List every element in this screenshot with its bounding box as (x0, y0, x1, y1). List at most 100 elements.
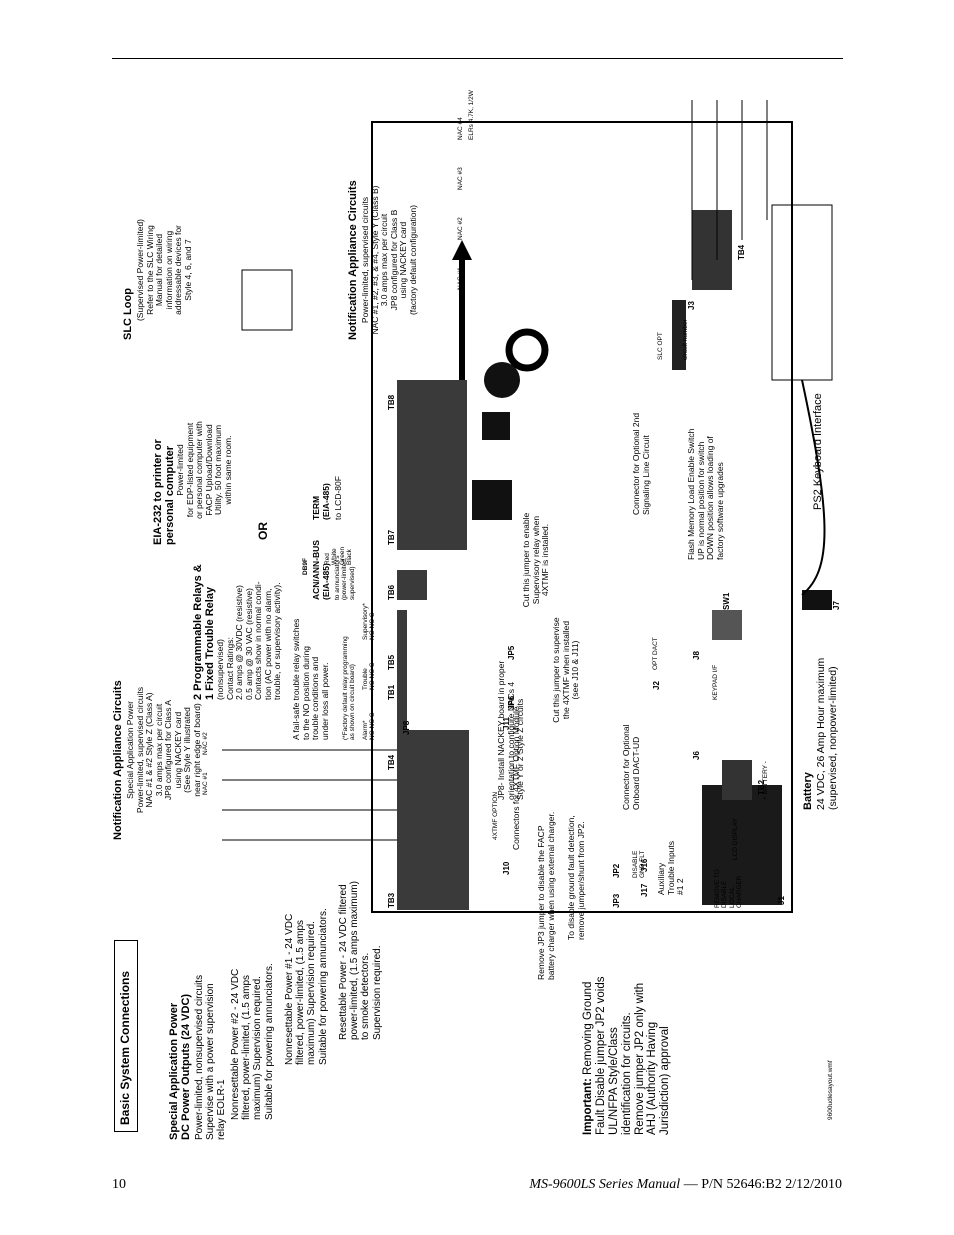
acn-db9f: DB9F (302, 558, 309, 575)
keypad-chip (712, 610, 742, 640)
remove-to-disable: REMOVE TO DISABLE LOCAL CHARGER (714, 869, 743, 908)
note-dact: Connector for Optional Onboard DACT-UD (621, 724, 641, 810)
slc-body: (Supervised Power-limited) Refer to the … (135, 218, 193, 322)
nac-right-label-2: NAC #2 (457, 217, 464, 240)
battery-body: 24 VDC, 26 Amp Hour maximum (supervised,… (815, 657, 839, 810)
lcd-block (702, 785, 782, 905)
opt-dact-label: OPT DACT (652, 637, 659, 670)
note-slc2: Connector for Optional 2nd Signaling Lin… (631, 412, 651, 515)
nac-right-body: Power-limited, supervised circuits NAC #… (360, 185, 418, 335)
pc-monitor (241, 269, 293, 331)
tb4-block (397, 730, 469, 840)
tb8-block (397, 380, 467, 440)
j10-label: J10 (502, 861, 511, 875)
battery-heading: Battery (802, 772, 814, 810)
j8-label: J8 (692, 651, 701, 660)
eia232-heading: EIA-232 to printer or personal computer (152, 439, 177, 545)
tb1-label: TB1 (387, 684, 396, 700)
tb3-block (397, 840, 469, 910)
note-jp3: Remove JP3 jumper to disable the FACP ba… (536, 811, 556, 980)
circuit-number-label: circuit number (682, 319, 689, 360)
note-jp6: Cut this jumper to supervise the 4XTMF w… (551, 617, 581, 723)
j6-label: J6 (692, 751, 701, 760)
j3-label: J3 (687, 301, 696, 310)
tb3-label: TB3 (387, 892, 396, 908)
nac-right-label-4: NAC #4 (457, 117, 464, 140)
lcd-display-label: LCD DISPLAY (732, 818, 739, 860)
tb6-block (397, 570, 427, 600)
j7-block (802, 590, 832, 610)
eia232-body: Power-limited for EDP-listed equipment o… (175, 421, 233, 519)
j7-label: J7 (832, 601, 841, 610)
note-flash: Flash Memory Load Enable Switch UP is no… (686, 428, 725, 560)
term-body: to LCD-80F (333, 476, 343, 520)
slc-opt-label: SLC OPT (657, 332, 664, 360)
relay-alarm: Alarm* NO NC C (362, 712, 377, 740)
special-power-heading: Special Application Power DC Power Outpu… (168, 993, 193, 1140)
chip-2 (482, 412, 510, 440)
tb7-label: TB7 (387, 529, 396, 545)
nonresettable-2: Nonresettable Power #2 - 24 VDC filtered… (230, 963, 275, 1120)
footer-manual-title: MS-9600LS Series Manual — P/N 52646:B2 2… (529, 1177, 842, 1193)
acn-colors: Red White Green Black (324, 546, 353, 565)
special-power-body: Power-limited, nonsupervised circuits Su… (194, 974, 228, 1140)
relays-failsafe: A fail-safe trouble relay switches to th… (291, 618, 330, 740)
note-jp5: Cut this jumper to enable Supervisory re… (521, 512, 551, 608)
chip-1 (472, 480, 512, 520)
sw1-label: SW1 (722, 592, 731, 610)
nac-right-heading: Notification Appliance Circuits (347, 180, 359, 340)
relays-body: (nonsupervised) Contact Ratings: 2.0 amp… (215, 581, 283, 700)
jp5-label: JP5 (507, 645, 516, 660)
tb2-block (722, 760, 752, 800)
tb7-block (397, 440, 467, 550)
tb5-label: TB5 (387, 654, 396, 670)
nonresettable-1: Nonresettable Power #1 - 24 VDC filtered… (284, 908, 329, 1065)
disable-gnd-flt: DISABLE GND FLT (632, 850, 647, 878)
tb8-label: TB8 (387, 394, 396, 410)
slc-heading: SLC Loop (122, 288, 134, 340)
note-ground: To disable ground fault detection, remov… (566, 815, 586, 940)
page-number: 10 (112, 1177, 126, 1192)
tb4-right-label: TB4 (737, 244, 746, 260)
tb4-label: TB4 (387, 754, 396, 770)
battery-marks: + BATTERY - (762, 761, 769, 800)
nac-right-label-3: NAC #3 (457, 167, 464, 190)
system-connections-diagram: Basic System Connections Special Applica… (112, 60, 843, 1140)
j17-label: J17 (640, 883, 649, 897)
tb4-right-block (692, 210, 732, 290)
resettable-power: Resettable Power - 24 VDC filtered power… (338, 881, 383, 1040)
term-heading: TERM (EIA-485) (311, 483, 331, 520)
nac-right-elr: ELRs 4.7K, 1/2W (468, 90, 475, 140)
diagram-graphics (222, 100, 833, 913)
note-jp8: JP8- Install NACKEY board in proper orie… (496, 660, 526, 800)
title-box: Basic System Connections (114, 940, 138, 1132)
jp2-label: JP2 (612, 863, 621, 878)
important-label: Important: (582, 1078, 594, 1135)
tb1-block (397, 610, 407, 730)
relays-factory: (*Factory default relay programming as s… (342, 636, 357, 740)
relays-heading: 2 Programmable Relays & 1 Fixed Trouble … (192, 564, 217, 700)
tb6-label: TB6 (387, 584, 396, 600)
nac-right-label-1: NAC #1 (457, 267, 464, 290)
note-aux: Auxiliary Trouble Inputs #1 2 (656, 840, 686, 895)
jp3-label: JP3 (612, 893, 621, 908)
j1-label: J1 (777, 896, 786, 905)
j2-label: J2 (652, 681, 661, 690)
footer-title: MS-9600LS Series Manual (529, 1177, 681, 1192)
nac-left-body: Special Application Power Power-limited,… (125, 686, 202, 814)
file-reference: 9600udlesayout.wmf (827, 1060, 834, 1120)
jp8-label: JP8 (402, 720, 411, 735)
title-box-text: Basic System Connections (118, 970, 132, 1125)
battery-cell (484, 362, 520, 398)
keyboard (771, 204, 833, 381)
relay-supervisory: Supervisory* NO NC C (362, 603, 377, 640)
keypad-label: KEYPAD I/F (712, 664, 719, 700)
j3-connector (672, 300, 686, 370)
header-rule (112, 58, 843, 59)
important-text: Removing Ground Fault Disable jumper JP2… (582, 976, 672, 1135)
ring (505, 328, 549, 372)
important-note: Important: Removing Ground Fault Disable… (582, 976, 672, 1135)
board-outline (371, 121, 793, 913)
note-ps2: PS2 Keyboard Interface (812, 393, 824, 510)
eia232-or: OR (256, 522, 270, 540)
